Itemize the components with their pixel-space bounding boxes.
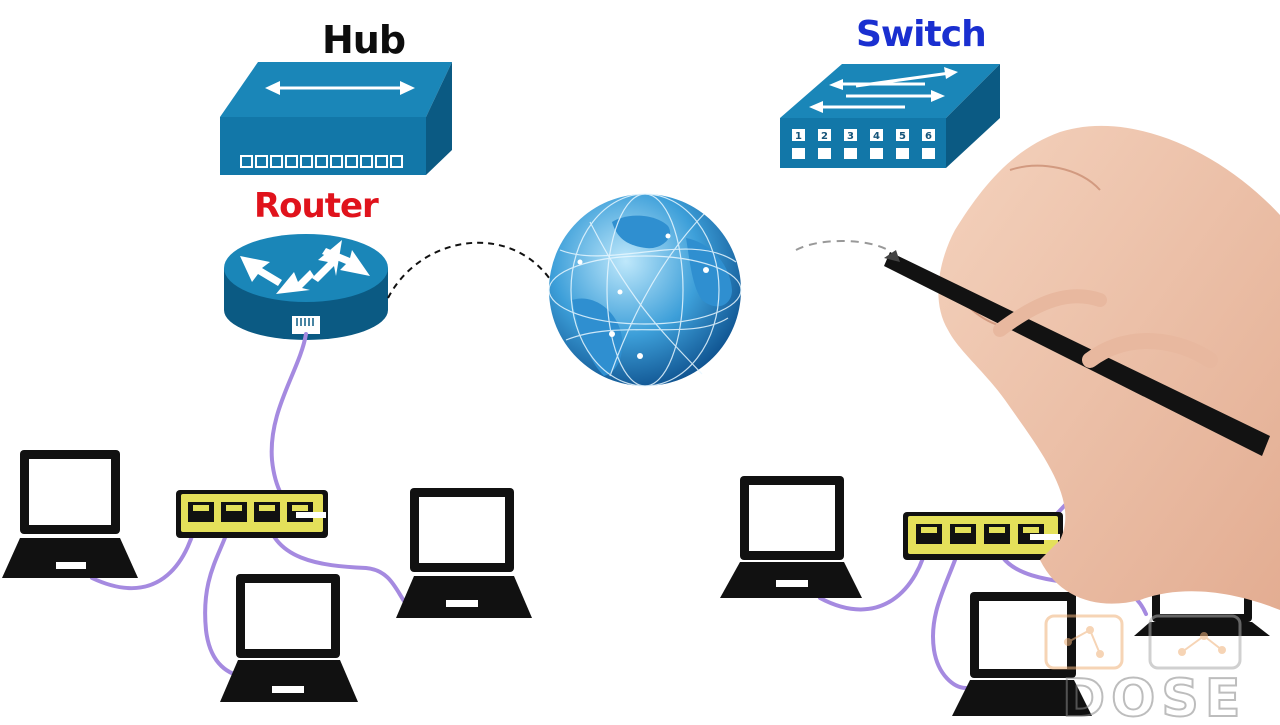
laptop-icon — [396, 488, 532, 618]
laptop-icon — [952, 592, 1092, 716]
hub-title: Hub — [322, 18, 406, 62]
switch-icon: 1 2 3 4 5 6 — [780, 64, 1000, 168]
hub-icon — [220, 62, 452, 175]
ethernet-switch-icon — [903, 512, 1063, 560]
switch-port-label: 1 — [795, 131, 802, 142]
laptop-icon — [720, 476, 862, 598]
globe-icon — [548, 193, 742, 387]
switch-port-label: 4 — [873, 131, 880, 142]
switch-port-label: 5 — [899, 131, 906, 142]
ethernet-switch-icon — [176, 490, 328, 538]
hand-with-pen-icon — [884, 125, 1280, 610]
switch-title: Switch — [856, 14, 987, 55]
router-title: Router — [254, 186, 379, 226]
switch-port-label: 6 — [925, 131, 932, 142]
switch-port-label: 3 — [847, 131, 854, 142]
dose-logo: DOSE — [1044, 614, 1246, 725]
router-to-globe-link — [387, 241, 553, 299]
laptop-icon — [220, 574, 358, 702]
watermark-text: DOSE — [1062, 669, 1246, 720]
globe-to-switch-link-partial — [795, 240, 889, 251]
switch-port-label: 2 — [821, 131, 828, 142]
router-icon — [224, 234, 388, 340]
laptop-icon — [2, 450, 138, 578]
